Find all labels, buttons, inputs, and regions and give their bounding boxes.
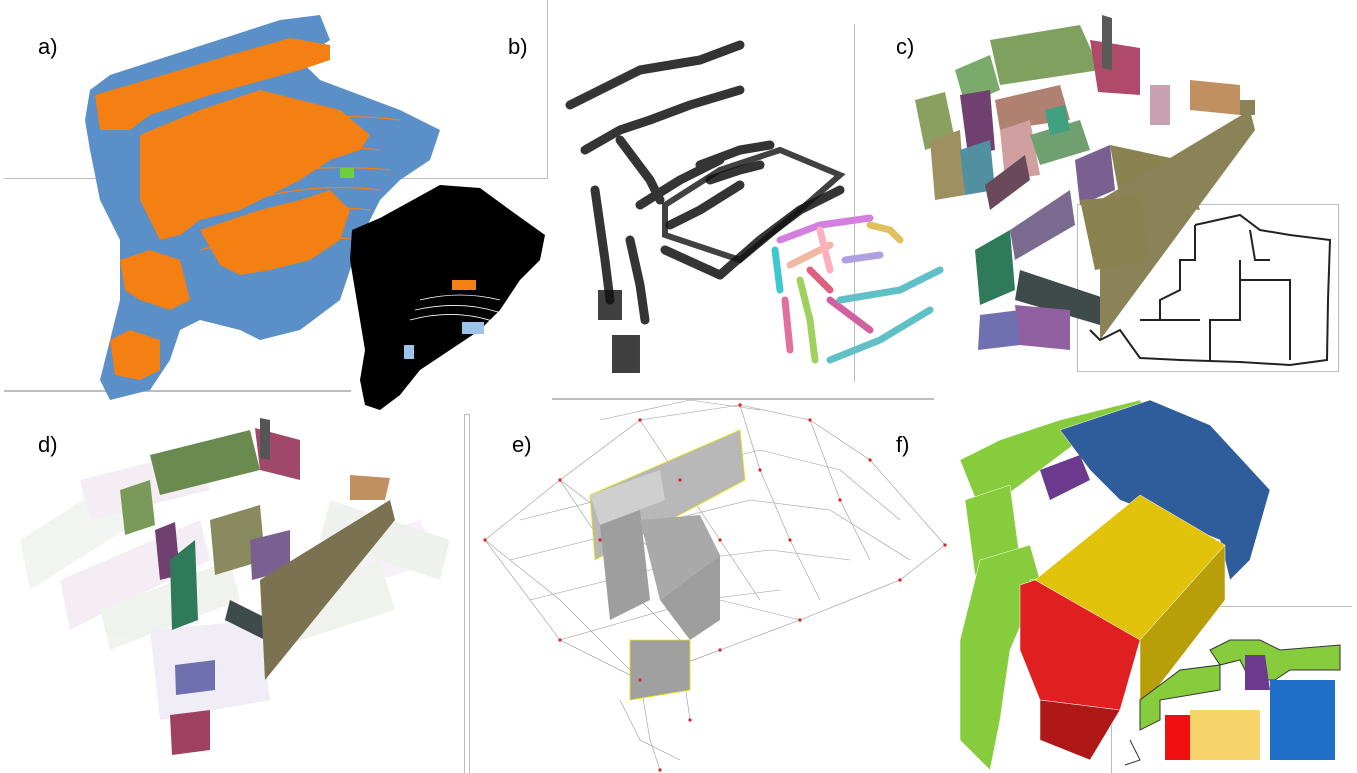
panel-a-inset-orange [452,280,476,290]
panel-b-frame [552,24,855,382]
panel-d-translucent-planes [20,450,450,720]
panel-label-b: b) [508,34,528,60]
panel-c-inset-frame [1077,204,1339,372]
panel-a-inset-black [350,185,545,410]
panel-f-purple [1040,455,1090,500]
panel-e-mesh-lines [485,400,945,770]
panel-a-inset-blue [404,322,484,359]
panel-d-wall-planes [120,418,395,755]
panel-label-a: a) [38,34,58,60]
panel-label-d: d) [38,432,58,458]
panel-e-vertices [483,403,946,771]
divider-left [4,390,351,392]
divider-mid [552,398,934,400]
panel-label-c: c) [896,34,914,60]
panel-a-frame [4,0,548,179]
panel-a-inset-white-hatches [410,295,500,322]
panel-f-inset-frame [1111,606,1352,773]
panel-f-blue [1060,400,1270,580]
panel-label-e: e) [512,432,532,458]
panel-label-f: f) [896,432,909,458]
divider-vert [464,414,470,773]
panel-e-gray-volume [590,430,745,700]
